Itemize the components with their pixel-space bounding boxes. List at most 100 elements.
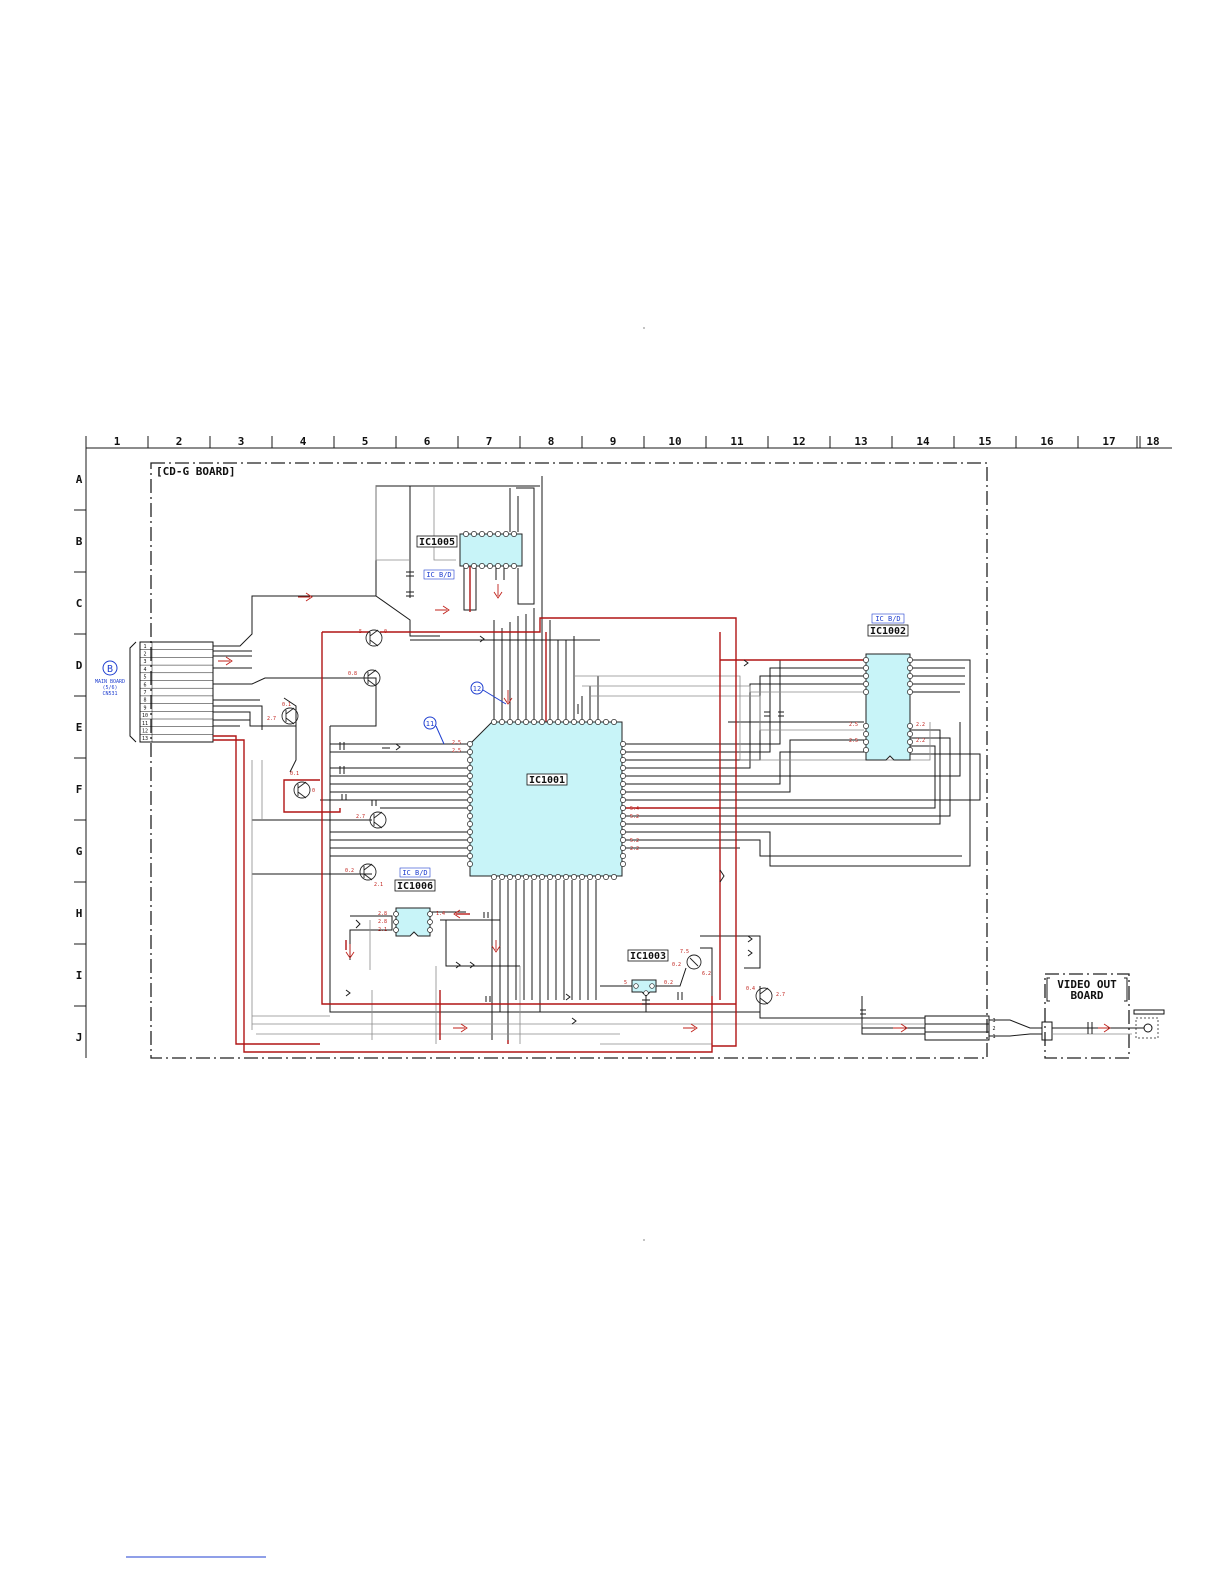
ic1001-pin [467, 797, 473, 803]
ic1005-pin [463, 563, 469, 569]
svg-text:0.1: 0.1 [290, 771, 299, 777]
svg-text:IC1002: IC1002 [870, 626, 906, 637]
ic1002-pin [907, 689, 913, 695]
ic1002-pin [863, 689, 869, 695]
svg-text:0: 0 [312, 788, 315, 794]
video-out-board-outline [1044, 973, 1130, 1059]
svg-text:0.1: 0.1 [282, 702, 291, 708]
ic1001-pin [507, 719, 513, 725]
ic1001-pin [491, 874, 497, 880]
grid-column-label: 1 [114, 435, 121, 448]
main-board-label-1: MAIN BOARD [95, 679, 125, 685]
grid-row-label: D [76, 659, 83, 672]
svg-text:2.7: 2.7 [267, 716, 276, 722]
ic1001-pin [531, 719, 537, 725]
connector-pin-number: 6 [143, 682, 146, 688]
svg-text:5: 5 [624, 980, 627, 986]
ic1001-pin [620, 861, 626, 867]
video-connector-pin: 2 [992, 1026, 995, 1032]
grid-column-label: 18 [1146, 435, 1159, 448]
passive-components [339, 571, 866, 1025]
ic1001-pin [467, 741, 473, 747]
transistor-q7 [755, 987, 773, 1005]
main-board-label-2: (5/6) [102, 685, 117, 691]
ic1002-pin [907, 665, 913, 671]
ic1001-pin [523, 874, 529, 880]
ic1001-pin [467, 765, 473, 771]
connector-pin-number: 9 [143, 705, 146, 711]
svg-text:0.2: 0.2 [345, 868, 354, 874]
ic1001-pin [587, 874, 593, 880]
ic1001-pin [467, 781, 473, 787]
grid-row-label: E [76, 721, 83, 734]
ic1001-pin [603, 874, 609, 880]
svg-text:0.4: 0.4 [746, 986, 755, 992]
ic1001-pin [467, 853, 473, 859]
ic1002-pin [907, 673, 913, 679]
video-jack-body [1041, 1021, 1053, 1041]
cdg-board-outline [150, 462, 988, 1059]
grid-column-label: 2 [176, 435, 183, 448]
transistor-q8 [686, 954, 702, 970]
ic1001-pin [620, 781, 626, 787]
ic1001-pin [603, 719, 609, 725]
svg-text:2.1: 2.1 [378, 927, 387, 933]
ic1005-pin [463, 531, 469, 537]
ic1001: IC1001 [467, 719, 626, 880]
svg-text:IC B/D: IC B/D [875, 615, 900, 623]
ic1001-pin [620, 837, 626, 843]
connector-pin-number: 10 [142, 713, 148, 719]
ic1001-pin [620, 797, 626, 803]
wiring-gray [251, 486, 931, 1045]
waveform-ref-11-label: 11 [426, 720, 434, 728]
connector-pin-number: 3 [143, 659, 146, 665]
ic1001-pin [531, 874, 537, 880]
video-jack-icon [1143, 1023, 1153, 1033]
ic1005-pin [503, 563, 509, 569]
grid-column-label: 16 [1040, 435, 1054, 448]
flow-arrows [298, 584, 908, 1033]
ic1001-pin [620, 749, 626, 755]
ic1001-pin [620, 773, 626, 779]
grid-row-label: A [76, 473, 83, 486]
grid-column-label: 3 [238, 435, 245, 448]
ic1002-pin [907, 739, 913, 745]
grid-row-label: B [76, 535, 83, 548]
ic1005-pin [479, 531, 485, 537]
ic1001-pin [467, 757, 473, 763]
ic1001-pin [620, 829, 626, 835]
ic1002-pin [863, 723, 869, 729]
svg-text:5.4: 5.4 [630, 806, 639, 812]
ic1002-pin [863, 657, 869, 663]
grid-column-label: 11 [730, 435, 744, 448]
ic1001-pin [571, 874, 577, 880]
ic1002-pin [907, 657, 913, 663]
video-out-bracket-left [1046, 977, 1050, 1002]
connector-pin-number: 13 [142, 736, 148, 742]
svg-text:6.2: 6.2 [702, 971, 711, 977]
grid-column-label: 15 [978, 435, 991, 448]
connector-pin-number: 1 [143, 644, 146, 650]
svg-text:2.5: 2.5 [849, 722, 858, 728]
ic1001-pin [467, 789, 473, 795]
svg-text:5: 5 [359, 629, 362, 635]
ic1001-pin [563, 719, 569, 725]
ic1001-pin [523, 719, 529, 725]
ic1001-pin [467, 829, 473, 835]
ic1002-pin [907, 731, 913, 737]
video-out-board-title-1: VIDEO OUT [1057, 978, 1117, 991]
ic1001-pin [620, 757, 626, 763]
ic1001-pin [515, 874, 521, 880]
ic1001-pin [620, 789, 626, 795]
ic1005-pin [511, 563, 517, 569]
page-dot-top [643, 327, 645, 329]
grid-column-label: 13 [854, 435, 867, 448]
ic1001-pin [547, 874, 553, 880]
ic1002-pin [863, 747, 869, 753]
main-board-marker-letter: B [107, 664, 113, 675]
svg-text:1.4: 1.4 [436, 911, 445, 917]
ic1006-pin [427, 927, 433, 933]
ic1006-pin [393, 927, 399, 933]
video-connector-pin: 1 [992, 1034, 995, 1040]
